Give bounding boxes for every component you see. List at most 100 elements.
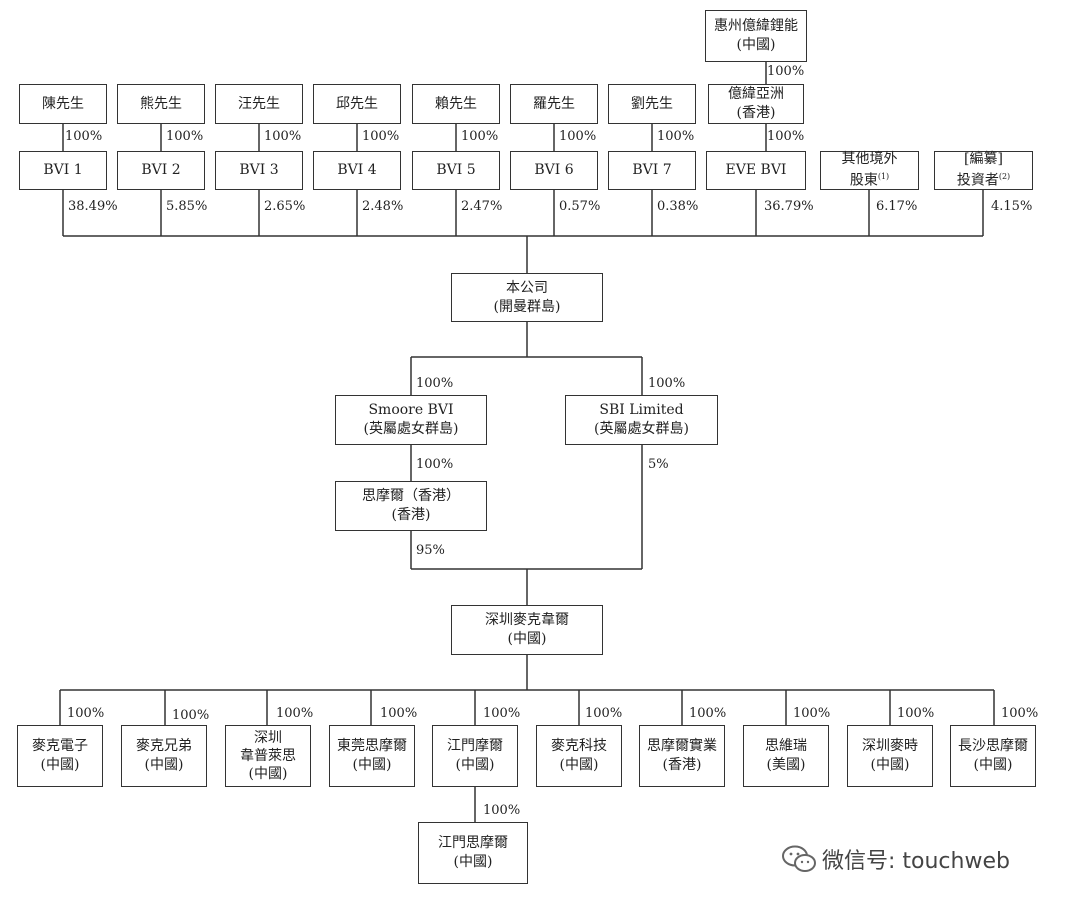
holder-bvi2-box: BVI 2 xyxy=(117,151,205,190)
entity-name: 江門摩爾 xyxy=(447,738,503,754)
watermark-text: 微信号: touchweb xyxy=(822,849,1010,874)
holder-name-line2: 股東 xyxy=(849,172,878,189)
person-qiu-box: 邱先生 xyxy=(313,84,401,124)
ownership-pct: 100% xyxy=(65,129,103,144)
entity-name: SBI Limited xyxy=(599,402,684,418)
holder-bvi6-box: BVI 6 xyxy=(510,151,598,190)
sbi-limited-box: SBI Limited (英屬處女群島) xyxy=(565,395,718,445)
person-name: 邱先生 xyxy=(336,95,378,112)
entity-name: 麥克電子 xyxy=(32,738,88,754)
ownership-pct: 100% xyxy=(657,129,695,144)
holder-name: BVI 6 xyxy=(534,162,574,178)
holder-bvi7-box: BVI 7 xyxy=(608,151,696,190)
entity-location: (中國) xyxy=(455,757,495,773)
holder-name: BVI 1 xyxy=(43,162,83,178)
person-name: 羅先生 xyxy=(533,95,575,112)
entity-name: 思摩爾實業 xyxy=(647,738,717,754)
person-name: 熊先生 xyxy=(140,95,182,112)
entity-name: 麥克兄弟 xyxy=(136,738,192,754)
ownership-pct: 5% xyxy=(648,457,669,472)
smoore-hk-box: 思摩爾（香港） (香港) xyxy=(335,481,487,531)
holder-bvi4-box: BVI 4 xyxy=(313,151,401,190)
smoore-bvi-box: Smoore BVI (英屬處女群島) xyxy=(335,395,487,445)
ownership-pct: 100% xyxy=(767,64,805,79)
holder-name: BVI 7 xyxy=(632,162,672,178)
footnote-mark: (1) xyxy=(877,172,890,182)
entity-name: 麥克科技 xyxy=(551,738,607,754)
person-name: 賴先生 xyxy=(435,95,477,112)
ownership-pct: 100% xyxy=(793,706,831,721)
entity-location: (開曼群島) xyxy=(493,298,561,315)
jiangmen-smoore-box: 江門思摩爾 (中國) xyxy=(418,822,528,884)
entity-location: (中國) xyxy=(40,757,80,773)
ownership-pct: 100% xyxy=(166,129,204,144)
holder-name: BVI 5 xyxy=(436,162,476,178)
entity-location: (中國) xyxy=(144,757,184,773)
person-name: 陳先生 xyxy=(42,95,84,112)
yiwei-asia-box: 億緯亞洲 (香港) xyxy=(708,84,804,124)
holder-name: BVI 2 xyxy=(141,162,181,178)
holder-name: EVE BVI xyxy=(725,162,787,178)
sub-maike-electronics-box: 麥克電子 (中國) xyxy=(17,725,103,787)
entity-location: (香港) xyxy=(736,105,776,121)
entity-location: (英屬處女群島) xyxy=(363,421,459,437)
entity-name: 江門思摩爾 xyxy=(438,835,508,851)
ownership-pct: 100% xyxy=(1001,706,1039,721)
footnote-mark: (2) xyxy=(998,172,1011,182)
ownership-pct: 4.15% xyxy=(991,199,1033,214)
entity-name: 東莞思摩爾 xyxy=(337,738,407,754)
entity-name: 思維瑞 xyxy=(765,738,807,754)
entity-name: 深圳麥時 xyxy=(862,738,918,754)
ownership-pct: 95% xyxy=(416,543,445,558)
holder-bvi1-box: BVI 1 xyxy=(19,151,107,190)
person-xiong-box: 熊先生 xyxy=(117,84,205,124)
holder-name: BVI 3 xyxy=(239,162,279,178)
ownership-pct: 38.49% xyxy=(68,199,118,214)
holder-investor-box: [編纂] 投資者(2) xyxy=(934,151,1033,190)
entity-name: Smoore BVI xyxy=(368,402,454,418)
entity-name: 惠州億緯鋰能 xyxy=(714,18,798,34)
ownership-pct: 100% xyxy=(67,706,105,721)
sub-dongguan-smoore-box: 東莞思摩爾 (中國) xyxy=(329,725,415,787)
entity-location: (中國) xyxy=(559,757,599,773)
entity-name: 深圳麥克韋爾 xyxy=(485,612,569,628)
ownership-pct: 100% xyxy=(380,706,418,721)
ownership-pct: 100% xyxy=(483,803,521,818)
ownership-pct: 100% xyxy=(172,708,210,723)
entity-location: (美國) xyxy=(766,757,806,773)
person-luo-box: 羅先生 xyxy=(510,84,598,124)
entity-name: 思摩爾（香港） xyxy=(362,488,460,504)
ownership-pct: 5.85% xyxy=(166,199,208,214)
ownership-pct: 100% xyxy=(362,129,400,144)
ownership-pct: 100% xyxy=(461,129,499,144)
sub-maike-tech-box: 麥克科技 (中國) xyxy=(536,725,622,787)
ownership-pct: 36.79% xyxy=(764,199,814,214)
sub-smoore-industry-box: 思摩爾實業 (香港) xyxy=(639,725,725,787)
entity-name-line2: 韋普萊思 xyxy=(240,748,296,764)
entity-location: (中國) xyxy=(507,631,547,647)
ownership-pct: 2.47% xyxy=(461,199,503,214)
holder-name: BVI 4 xyxy=(337,162,377,178)
entity-location: (中國) xyxy=(352,757,392,773)
holder-bvi3-box: BVI 3 xyxy=(215,151,303,190)
entity-location: (香港) xyxy=(391,507,431,523)
entity-location: (中國) xyxy=(453,854,493,870)
ownership-pct: 100% xyxy=(416,457,454,472)
ownership-pct: 100% xyxy=(559,129,597,144)
ownership-pct: 100% xyxy=(648,376,686,391)
entity-location: (中國) xyxy=(736,37,776,53)
entity-location: (英屬處女群島) xyxy=(594,421,689,437)
ownership-pct: 6.17% xyxy=(876,199,918,214)
ownership-pct: 0.38% xyxy=(657,199,699,214)
person-name: 劉先生 xyxy=(631,95,673,112)
ownership-pct: 100% xyxy=(416,376,454,391)
sub-jiangmen-moore-box: 江門摩爾 (中國) xyxy=(432,725,518,787)
person-wang-box: 汪先生 xyxy=(215,84,303,124)
holder-other-offshore-box: 其他境外 股東(1) xyxy=(820,151,919,190)
entity-location: (香港) xyxy=(662,757,702,773)
sub-shenzhen-maishi-box: 深圳麥時 (中國) xyxy=(847,725,933,787)
person-chen-box: 陳先生 xyxy=(19,84,107,124)
ownership-pct: 100% xyxy=(585,706,623,721)
ownership-pct: 100% xyxy=(897,706,935,721)
ownership-pct: 100% xyxy=(483,706,521,721)
